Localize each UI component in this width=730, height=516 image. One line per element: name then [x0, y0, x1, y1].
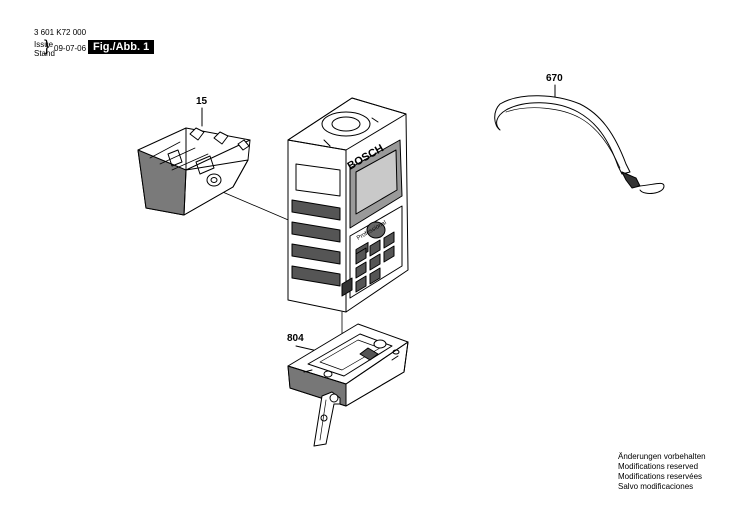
callout-15: 15 [196, 96, 208, 107]
battery-cover-part [137, 127, 251, 216]
stand-label: Stand [34, 49, 55, 58]
rangefinder-body [287, 97, 409, 313]
modification-notes: Änderungen vorbehalten Modifications res… [618, 452, 706, 492]
note-es: Salvo modificaciones [618, 482, 694, 491]
end-piece-part [287, 323, 409, 447]
note-fr: Modifications reservées [618, 472, 703, 481]
issue-label: Issue [34, 40, 54, 49]
callout-804: 804 [287, 333, 304, 344]
issue-date: 09-07-06 [54, 44, 87, 53]
brace-glyph: } [44, 38, 50, 55]
note-de: Änderungen vorbehalten [618, 452, 706, 461]
callout-670: 670 [546, 73, 563, 84]
document-number: 3 601 K72 000 [34, 28, 87, 37]
note-en: Modifications reserved [618, 462, 699, 471]
figure-label: Fig./Abb. 1 [88, 40, 155, 54]
wrist-strap-part [494, 95, 665, 194]
